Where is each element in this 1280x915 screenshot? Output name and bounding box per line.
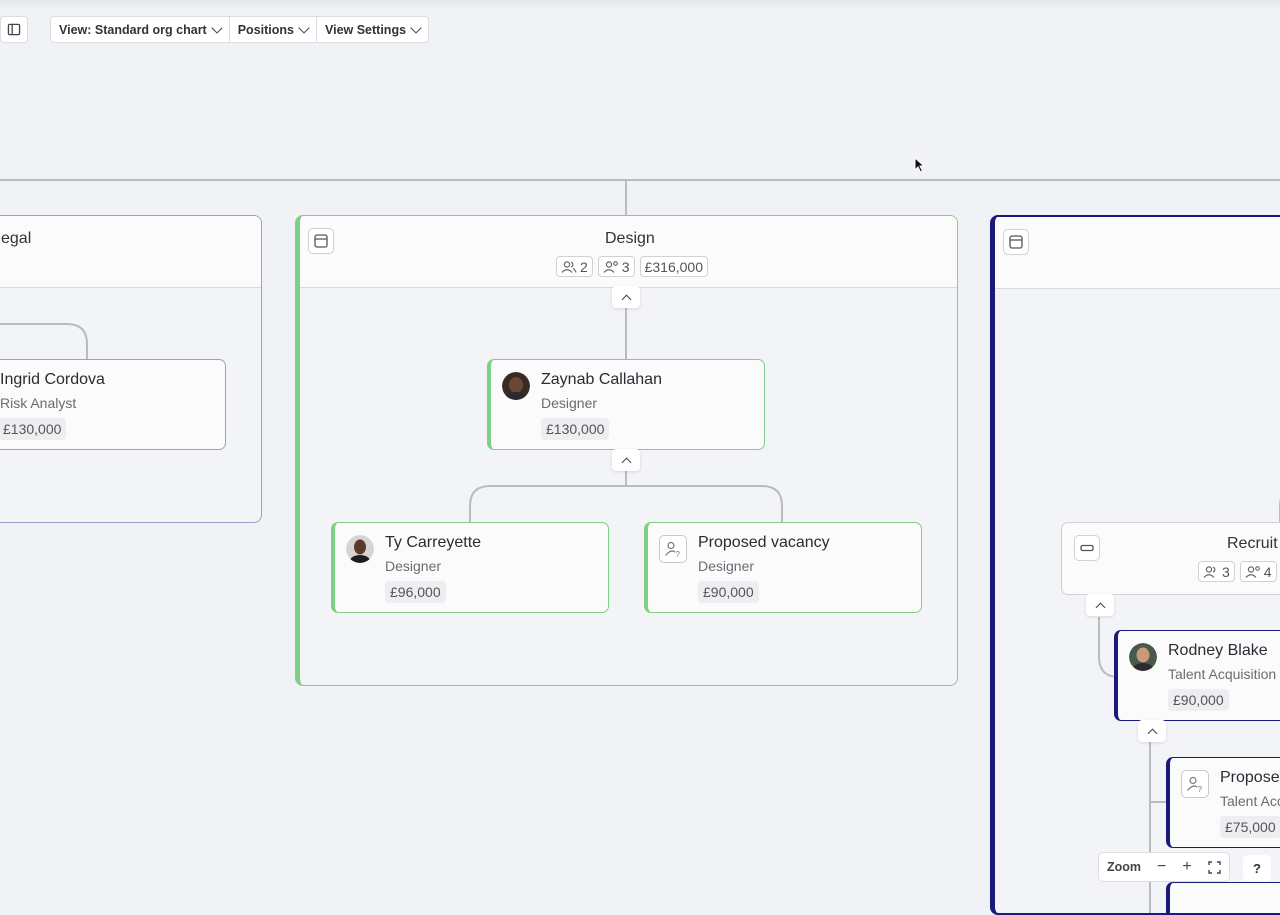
toolbar: View: Standard org chart Positions View … [50,16,430,43]
panel-icon [1009,235,1023,249]
top-shade [0,0,1280,10]
department-legal[interactable]: egal 0 Ingrid Cordova Risk Analyst £130,… [0,215,262,523]
chevron-up-icon [1147,728,1157,738]
collapse-toggle-button[interactable] [612,286,640,308]
vacancy-role: Designer [698,558,755,574]
vacancy-title: Proposed vacancy [698,534,830,551]
team-title: Recruit [1227,535,1278,552]
view-settings-dropdown[interactable]: View Settings [317,17,428,42]
fit-screen-button[interactable] [1200,853,1229,881]
minimize-icon [1080,544,1094,552]
connector-lines [0,179,1280,216]
department-design[interactable]: Design 2 3 £316,000 [295,215,958,686]
view-dropdown[interactable]: View: Standard org chart [51,17,230,42]
people-icon [561,260,577,273]
department-header: egal 0 [0,216,261,288]
person-salary: £130,000 [0,418,67,440]
department-collapse-button[interactable] [1003,229,1029,255]
sidebar-toggle-button[interactable] [0,16,28,43]
person-name: Ingrid Cordova [0,371,105,388]
team-collapse-button[interactable] [1074,535,1100,561]
chevron-up-icon [621,457,631,467]
design-connectors [469,308,783,522]
person-name: Rodney Blake [1168,642,1268,659]
view-dropdown-label: View: Standard org chart [59,22,207,37]
person-role: Talent Acquisition [1168,666,1277,682]
vacancy-salary: £75,000 [1220,816,1280,838]
vacancy-person-icon: ? [665,541,681,558]
person-card-ty[interactable]: Ty Carreyette Designer £96,000 [331,522,609,613]
person-salary: £96,000 [385,581,446,603]
person-card-partial[interactable] [1166,882,1280,913]
positions-dropdown[interactable]: Positions [230,17,317,42]
zoom-out-button[interactable]: − [1157,858,1167,875]
people-icon [1203,565,1216,578]
zoom-label: Zoom [1107,860,1142,874]
panel-icon [314,234,328,248]
people-count-stat: 3 [1198,561,1235,582]
chevron-up-icon [1095,602,1105,612]
collapse-toggle-button[interactable] [1086,594,1114,616]
legal-connectors [0,323,88,359]
position-icon [603,260,618,273]
collapse-toggle-button[interactable] [1138,720,1166,742]
avatar [346,535,374,563]
position-icon [1245,565,1260,578]
vacancy-person-icon: ? [1187,776,1203,793]
vacancy-salary: £90,000 [698,581,759,603]
sidebar-icon [7,23,21,36]
view-settings-label: View Settings [324,22,407,37]
svg-text:?: ? [676,550,681,558]
zoom-in-button[interactable]: + [1182,858,1192,875]
positions-count-stat: 3 [597,256,635,277]
person-salary: £90,000 [1168,689,1229,711]
vacancy-card-designer[interactable]: ? Proposed vacancy Designer £90,000 [644,522,922,613]
department-header [995,217,1280,289]
vacancy-icon-box: ? [1181,770,1209,798]
person-name: Ty Carreyette [385,534,482,551]
department-title: Design [605,230,655,247]
vacancy-title: Propose [1220,769,1280,786]
department-recruiting[interactable]: Recruit 3 4 [990,215,1280,915]
person-role: Designer [385,558,442,574]
budget-stat: £316,000 [639,256,708,277]
collapse-toggle-button[interactable] [612,449,640,471]
positions-dropdown-label: Positions [237,22,294,37]
zoom-controls: Zoom − + [1098,852,1230,882]
team-card-recruiting[interactable]: Recruit 3 4 [1061,522,1280,595]
vacancy-role: Talent Acc [1220,793,1280,809]
people-count-stat: 2 [556,256,593,277]
positions-count-stat: 4 [1239,561,1277,582]
department-collapse-button[interactable] [308,228,334,254]
person-salary: £130,000 [541,418,610,440]
person-card-zaynab[interactable]: Zaynab Callahan Designer £130,000 [487,359,765,450]
vacancy-icon-box: ? [659,535,687,563]
chevron-up-icon [621,294,631,304]
person-name: Zaynab Callahan [541,371,662,388]
help-button[interactable]: ? [1243,855,1271,881]
person-card-rodney[interactable]: Rodney Blake Talent Acquisition £90,000 [1114,630,1280,721]
vacancy-card-talent[interactable]: ? Propose Talent Acc £75,000 [1166,757,1280,848]
person-card-ingrid[interactable]: Ingrid Cordova Risk Analyst £130,000 [0,359,226,450]
mouse-cursor-icon [914,157,926,173]
person-role: Designer [541,395,598,411]
svg-text:?: ? [1198,785,1203,793]
department-title: egal [1,230,32,247]
fullscreen-icon [1208,860,1221,874]
avatar [1129,643,1157,671]
avatar [502,372,530,400]
person-role: Risk Analyst [0,395,77,411]
department-header: Design 2 3 £316,000 [300,216,957,288]
